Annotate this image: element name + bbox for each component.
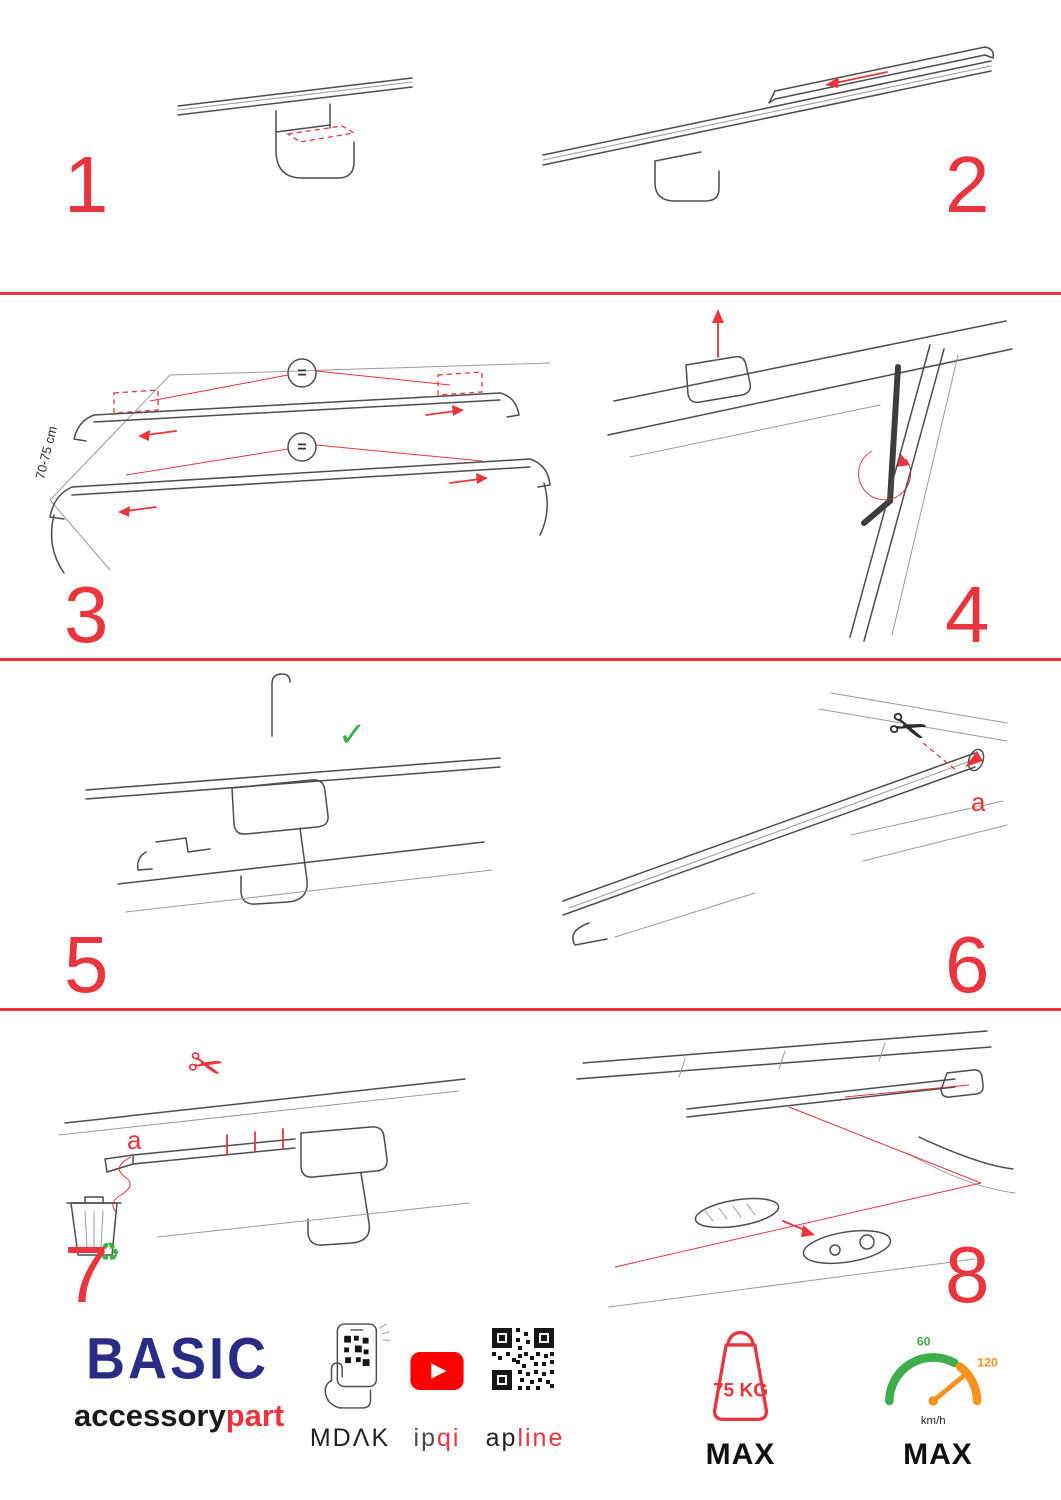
clamp-pad-highlight bbox=[286, 125, 356, 143]
cut-piece-label: a bbox=[971, 787, 986, 817]
step-4-drawing bbox=[607, 309, 1013, 642]
speed-unit-label: km/h bbox=[921, 1415, 946, 1427]
partner-apline: apline bbox=[480, 1426, 570, 1451]
step-3-drawing: = = 70-75 cm bbox=[32, 358, 551, 574]
speed-low-label: 60 bbox=[917, 1335, 931, 1349]
step-3-number: 3 bbox=[64, 570, 109, 659]
youtube-icon bbox=[410, 1352, 464, 1390]
allen-key bbox=[861, 364, 901, 526]
brand-subtitle-black: accessory bbox=[74, 1398, 226, 1433]
max-weight-icon: 75 KG bbox=[713, 1330, 768, 1422]
partner-apline-red: line bbox=[517, 1424, 565, 1452]
step-8-number: 8 bbox=[945, 1230, 990, 1319]
speed-high-label: 120 bbox=[977, 1356, 998, 1370]
partner-mdak: MDΛK bbox=[309, 1424, 391, 1452]
phone-qr-scan-icon bbox=[324, 1323, 390, 1409]
step-2-number: 2 bbox=[945, 140, 990, 229]
check-icon: ✓ bbox=[338, 716, 367, 754]
step-6-number: 6 bbox=[945, 920, 990, 1009]
speedometer-icon: 60 120 km/h bbox=[885, 1335, 998, 1427]
scissors-icon: ✂ bbox=[183, 1038, 229, 1092]
step-4-number: 4 bbox=[945, 570, 990, 659]
step-5-number: 5 bbox=[64, 920, 109, 1009]
brand-subtitle-red: part bbox=[225, 1398, 285, 1433]
max-weight-label: MAX bbox=[705, 1438, 776, 1471]
equals-sign: = bbox=[297, 365, 306, 382]
measure-label: 70-75 cm bbox=[32, 425, 60, 481]
partner-apline-black: ap bbox=[485, 1424, 518, 1452]
step-8-drawing bbox=[576, 1030, 1016, 1308]
partner-ipqi-red: qi bbox=[437, 1424, 461, 1452]
cut-piece-label: a bbox=[127, 1125, 142, 1155]
max-weight-value: 75 KG bbox=[713, 1380, 768, 1401]
section-divider bbox=[0, 292, 1061, 295]
section-divider bbox=[0, 658, 1061, 661]
step-1-drawing bbox=[177, 77, 413, 179]
partner-ipqi-black: ip bbox=[413, 1424, 437, 1452]
scissors-icon: ✂ bbox=[882, 697, 935, 758]
max-speed-label: MAX bbox=[903, 1438, 973, 1471]
brand-logo: BASIC bbox=[86, 1326, 270, 1392]
step-1-number: 1 bbox=[64, 140, 109, 229]
step-7-drawing: ✂ a ♻ bbox=[58, 1038, 470, 1267]
step-7-number: 7 bbox=[64, 1230, 109, 1319]
partner-ipqi: ipqi bbox=[402, 1426, 472, 1451]
qr-code-icon bbox=[492, 1328, 554, 1390]
slide-arrow bbox=[834, 71, 888, 84]
brand-subtitle: accessorypart bbox=[74, 1400, 284, 1431]
step-5-drawing: ✓ bbox=[85, 673, 501, 913]
step-6-drawing: ✂ a bbox=[562, 692, 1008, 946]
recycle-icon: ♻ bbox=[97, 1237, 120, 1267]
section-divider bbox=[0, 1008, 1061, 1011]
equals-sign: = bbox=[297, 439, 306, 456]
step-2-drawing bbox=[542, 46, 995, 202]
